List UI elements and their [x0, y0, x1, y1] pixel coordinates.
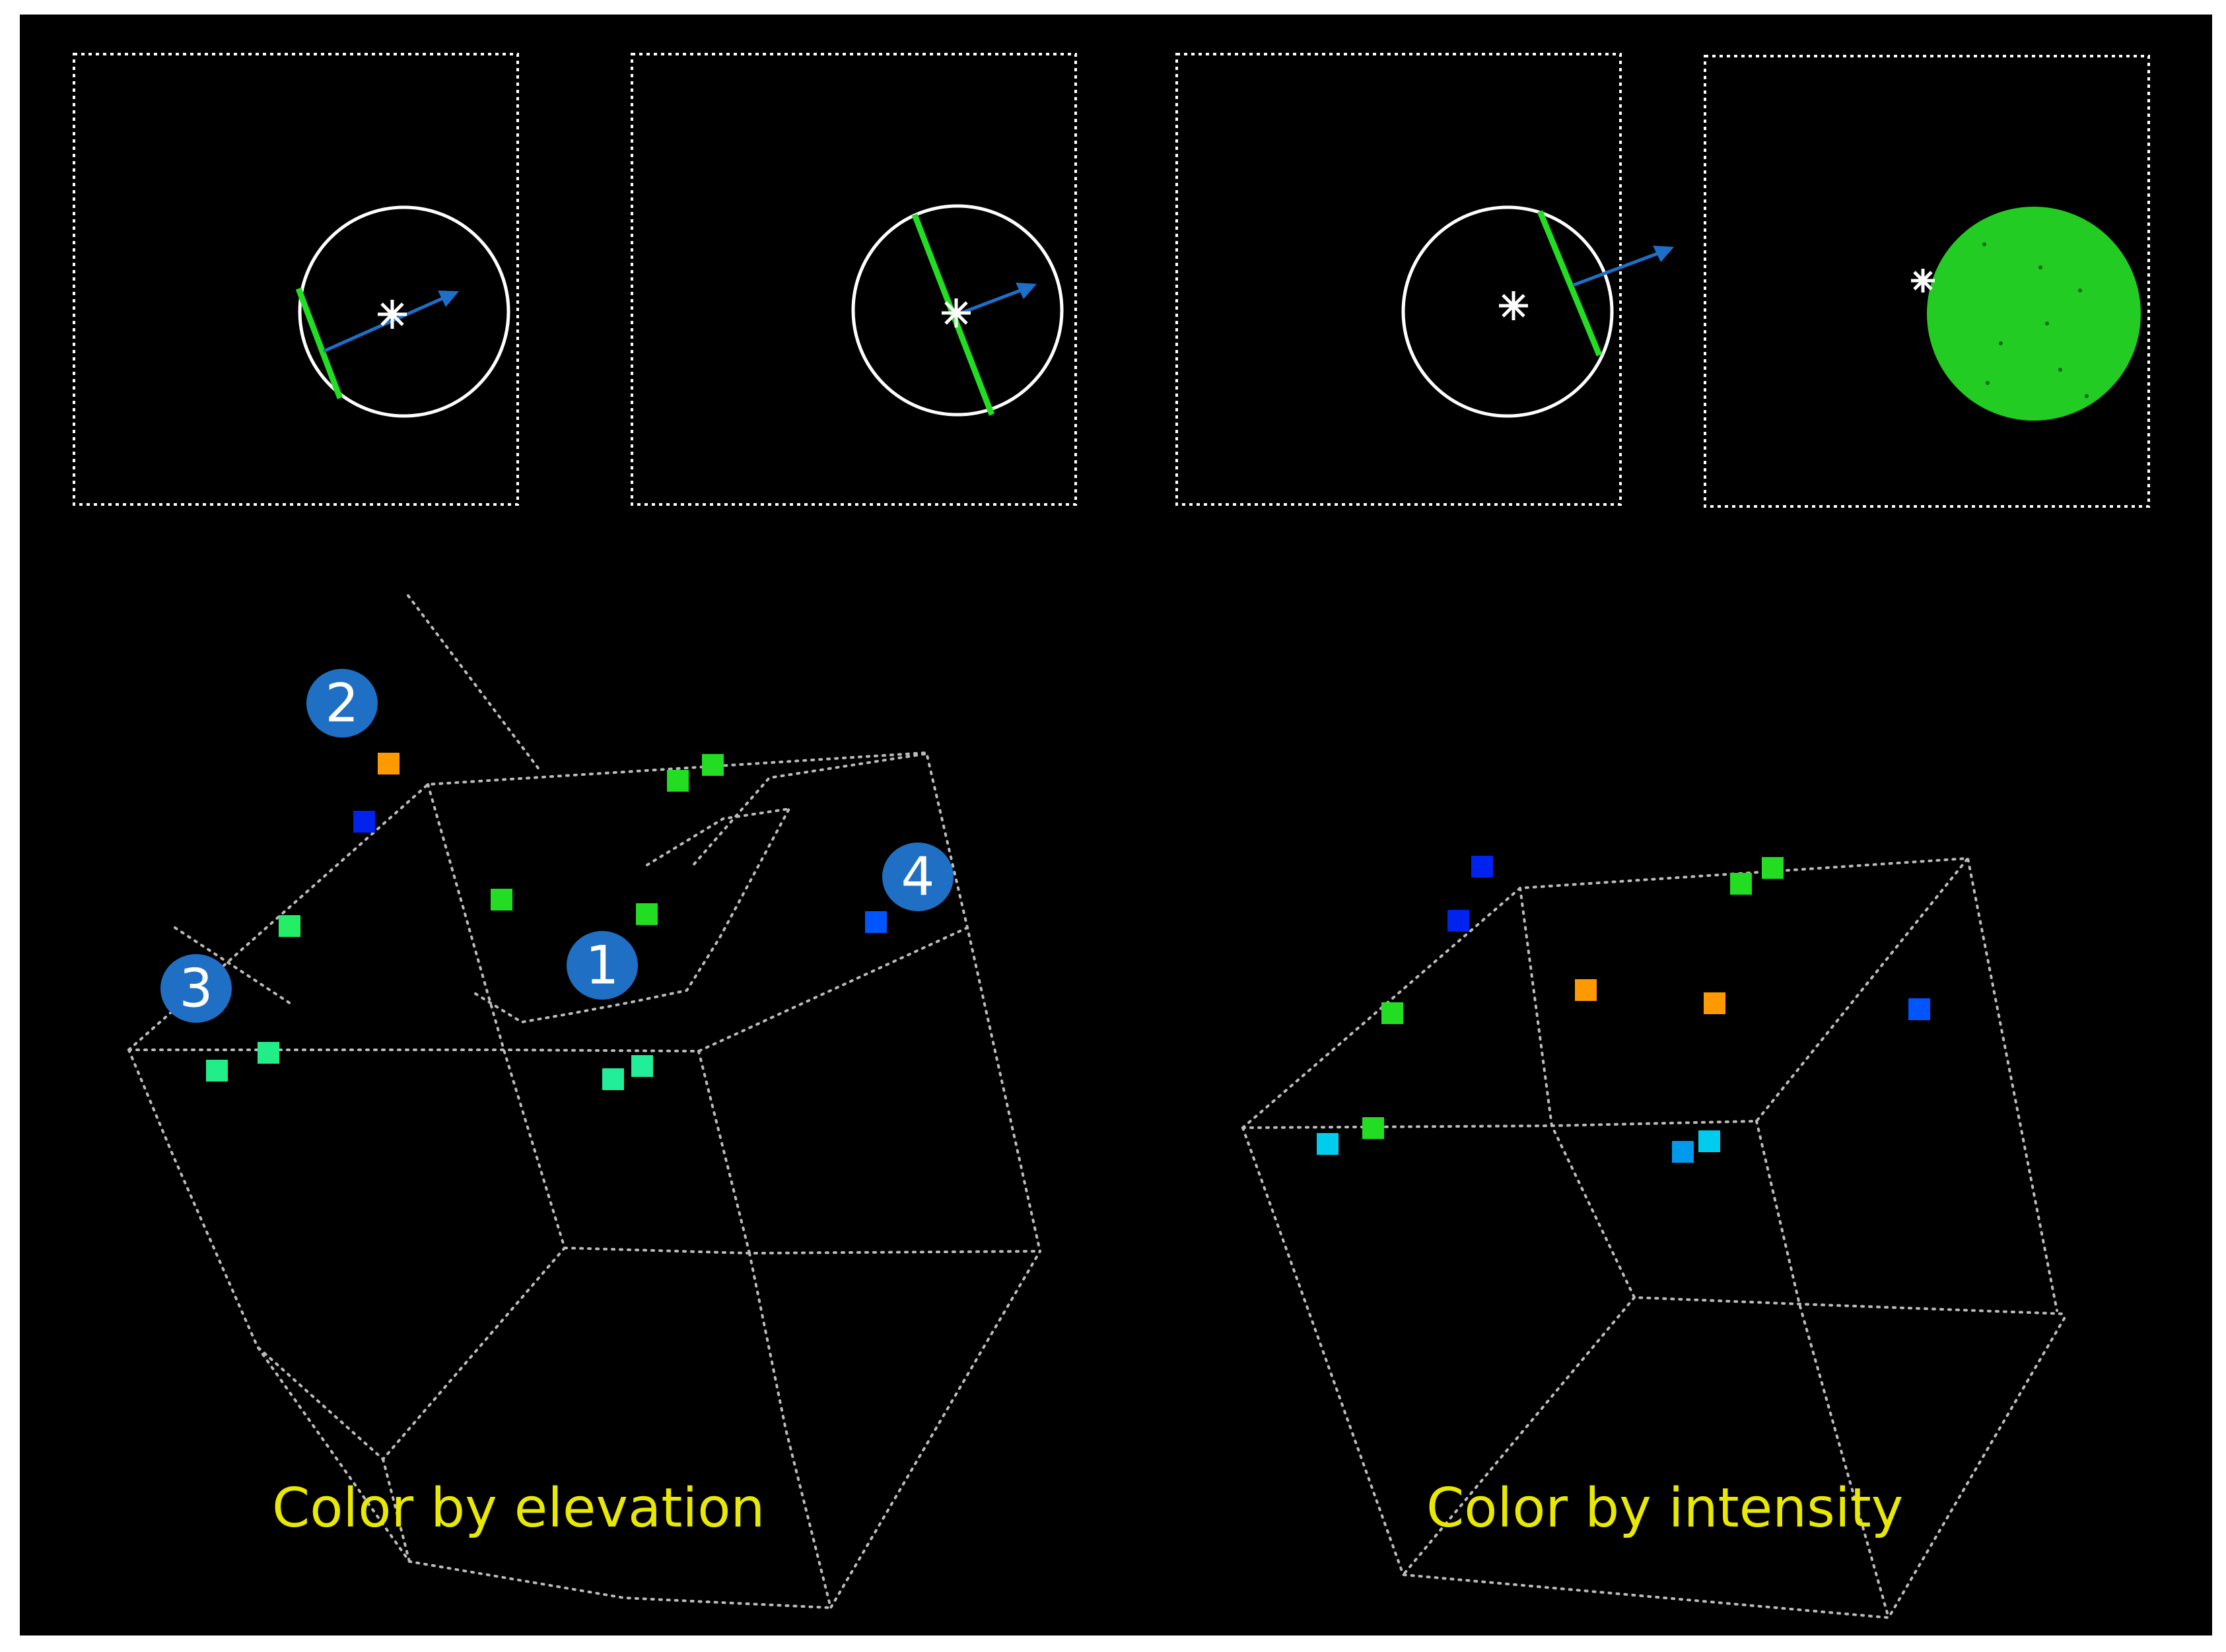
elevation-caption: Color by elevation — [272, 1477, 765, 1540]
marker-4: 4 — [882, 843, 954, 911]
center-point-icon — [942, 298, 971, 327]
panel-frame — [1704, 55, 2150, 508]
intensity-points — [1317, 856, 1930, 1163]
search-radius-circle — [298, 205, 510, 418]
point-dark-blue — [1447, 910, 1469, 932]
point-orange — [378, 753, 400, 774]
center-point-icon — [378, 300, 407, 329]
top-panel-3 — [1175, 53, 1674, 506]
marker-3: 3 — [160, 954, 232, 1023]
arrow-head-icon — [1653, 246, 1674, 262]
voxel-grid-wireframe — [127, 594, 1041, 1612]
center-point-icon — [1499, 291, 1528, 320]
marker-2-label: 2 — [326, 673, 359, 734]
search-radius-circle — [1401, 205, 1614, 418]
point-green — [279, 915, 300, 937]
point-green — [667, 770, 689, 792]
point-cyan — [1698, 1130, 1720, 1152]
point-orange — [1575, 979, 1597, 1001]
point-dark-blue — [1471, 856, 1493, 878]
point-seafoam — [258, 1042, 279, 1064]
point-seafoam — [602, 1068, 624, 1090]
marker-3-label: 3 — [180, 958, 213, 1019]
panel-frame — [73, 53, 519, 506]
center-point-icon — [1911, 269, 1935, 293]
top-panel-1 — [73, 53, 519, 506]
chord-line — [1537, 210, 1603, 357]
point-green — [1730, 873, 1752, 895]
figure-background — [20, 15, 2212, 1635]
panel-frame — [631, 53, 1077, 506]
intensity-caption: Color by intensity — [1426, 1477, 1903, 1540]
direction-arrow — [1572, 252, 1658, 287]
intensity-panel: Color by intensity — [1241, 856, 2068, 1620]
arrow-head-icon — [1016, 283, 1037, 299]
marker-2: 2 — [306, 669, 378, 738]
marker-1-label: 1 — [586, 935, 619, 996]
arrow-head-icon — [438, 291, 459, 307]
point-seafoam — [206, 1060, 228, 1082]
chord-line — [295, 287, 343, 399]
elevation-points — [206, 753, 887, 1090]
point-dark-blue — [353, 811, 375, 833]
point-seafoam — [631, 1055, 653, 1077]
point-green — [1762, 857, 1784, 879]
point-green — [1362, 1117, 1384, 1139]
panel-frame — [1175, 53, 1622, 506]
point-green — [1381, 1002, 1403, 1024]
point-green — [702, 754, 724, 776]
point-cyan — [1672, 1141, 1694, 1163]
point-orange — [1704, 992, 1725, 1014]
top-panel-2 — [631, 53, 1077, 506]
point-blue — [865, 911, 887, 933]
search-radius-circle — [851, 204, 1064, 417]
marker-1: 1 — [567, 931, 638, 1000]
point-blue — [1908, 998, 1930, 1020]
point-green — [636, 903, 658, 925]
elevation-panel: 1 2 3 4 Color by elevation — [127, 594, 1041, 1612]
disk-speckles — [1982, 242, 2089, 398]
point-cyan — [1317, 1133, 1339, 1155]
top-panel-4 — [1704, 55, 2150, 508]
marker-4-label: 4 — [901, 846, 935, 908]
point-green — [491, 889, 512, 911]
filled-green-disk — [1927, 207, 2141, 421]
